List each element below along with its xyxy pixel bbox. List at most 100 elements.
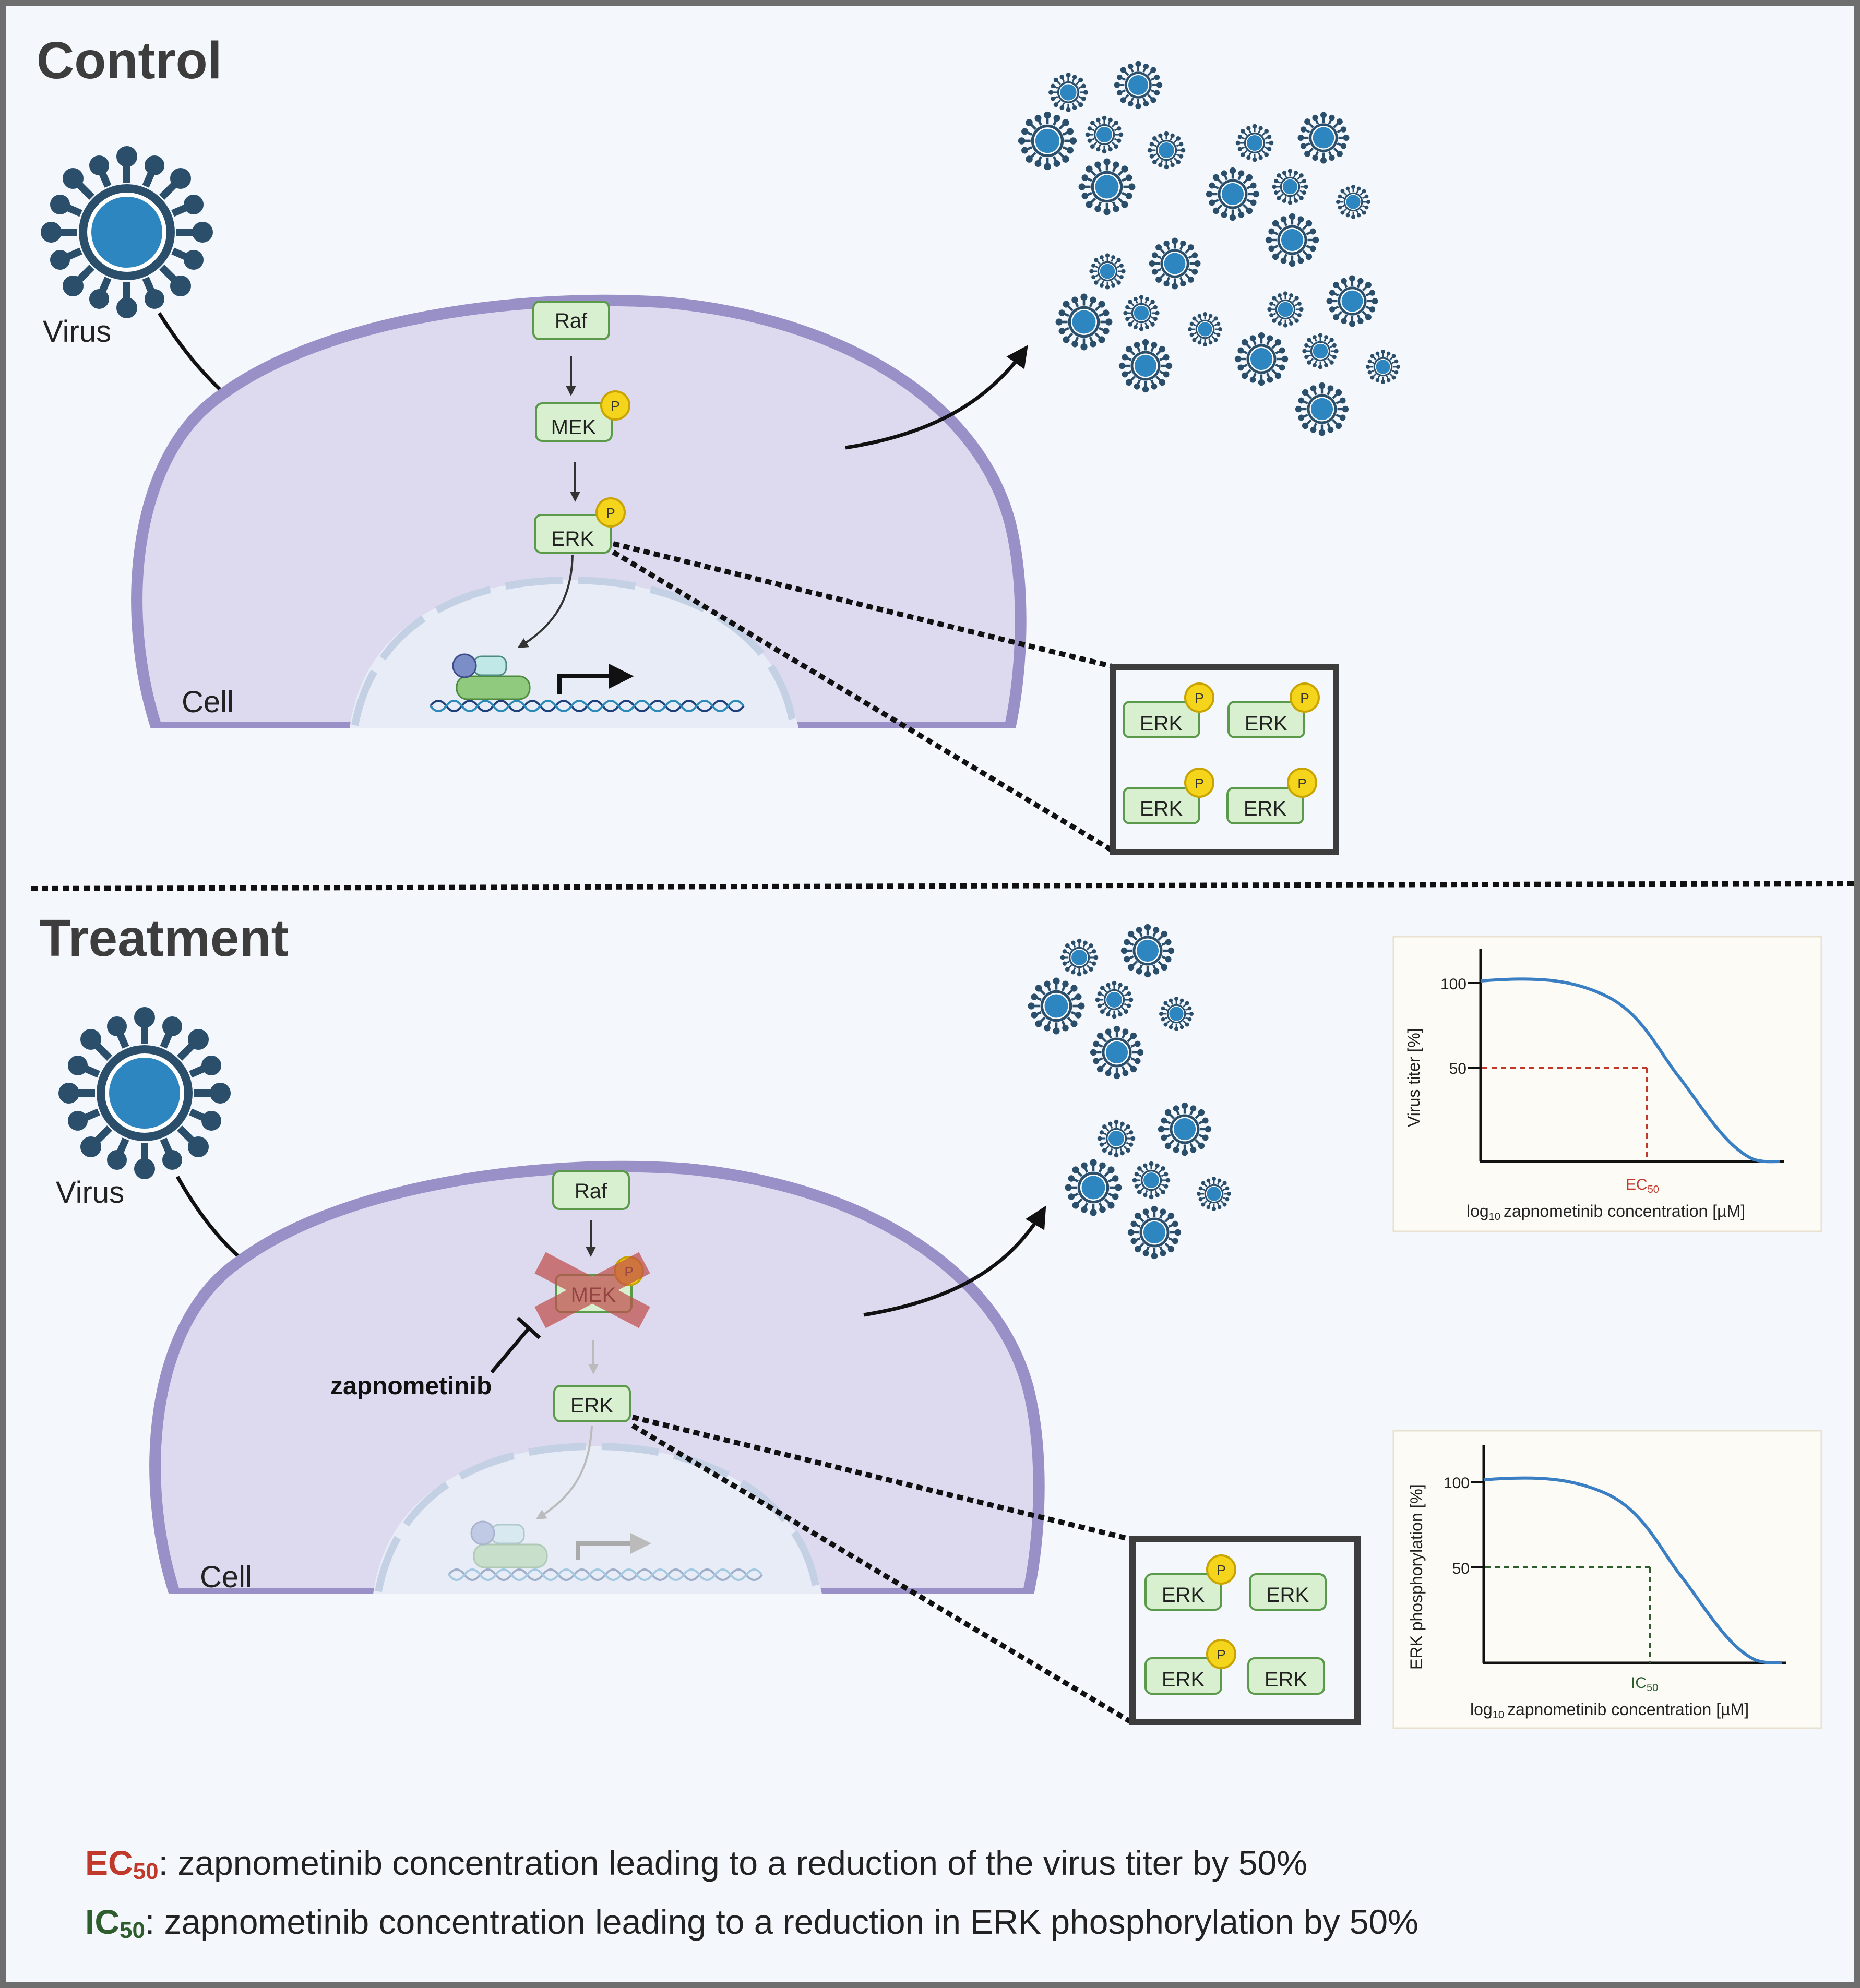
control-erk-phospho-label: P xyxy=(606,505,615,521)
footer-ec50-sub: 50 xyxy=(133,1859,159,1884)
virus-graph-xlabel: log10 zapnometinib concentration [µM] xyxy=(1466,1202,1745,1223)
control-nuclear-envelope xyxy=(351,576,797,726)
treatment-virus-label: Virus xyxy=(56,1176,124,1209)
control-inset-erk-4-p: P xyxy=(1297,775,1306,791)
treatment-raf-label: Raf xyxy=(575,1180,607,1203)
treatment-virus-icon xyxy=(62,1011,227,1176)
control-erk-inset: ERK P ERK P ERK P ERK P xyxy=(1110,664,1339,855)
virus-graph-xlabel-log: log xyxy=(1466,1202,1489,1220)
virus-graph-tick-100: 100 xyxy=(1440,976,1466,993)
virus-graph-curve xyxy=(1480,977,1780,1164)
control-transcription-complex xyxy=(452,653,531,700)
virus-graph-ec50-main: EC xyxy=(1626,1176,1648,1193)
footer-ic50-definition: IC50: zapnometinib concentration leading… xyxy=(85,1902,1418,1943)
treatment-erk-to-nucleus-arrow xyxy=(535,1425,593,1520)
erk-phosphorylation-graph: 100 50 IC50 ERK phosphorylation [%] log1… xyxy=(1392,1430,1822,1729)
control-mek-box: MEK P xyxy=(535,390,630,442)
treatment-cell-label: Cell xyxy=(200,1560,252,1594)
control-mek-phospho-label: P xyxy=(611,398,619,414)
control-mek-label: MEK xyxy=(551,416,597,439)
treatment-inset-erk-3-label: ERK xyxy=(1162,1668,1205,1691)
mek-inhibition-x-icon xyxy=(534,1252,650,1328)
control-inset-erk-4-label: ERK xyxy=(1244,797,1287,820)
footer-ec50-main: EC xyxy=(85,1843,133,1882)
erk-graph-ylabel: ERK phosphorylation [%] xyxy=(1407,1484,1426,1670)
control-virus-label: Virus xyxy=(43,315,111,349)
treatment-inset-erk-3: ERK P xyxy=(1144,1639,1236,1695)
control-raf-label: Raf xyxy=(555,309,588,332)
zapnometinib-inhibition-bar xyxy=(490,1316,541,1374)
treatment-dna xyxy=(448,1568,763,1581)
control-inset-erk-1-p: P xyxy=(1195,690,1203,706)
treatment-inset-erk-2-label: ERK xyxy=(1266,1584,1309,1607)
control-erk-box: ERK P xyxy=(534,497,626,554)
virus-graph-xlabel-sub: 10 xyxy=(1489,1211,1500,1223)
control-inset-erk-2-p: P xyxy=(1300,690,1309,706)
erk-graph-ic50-sub: 50 xyxy=(1647,1682,1658,1694)
virus-graph-tick-50: 50 xyxy=(1449,1060,1466,1077)
virus-graph-ec50-marker: EC50 xyxy=(1626,1176,1659,1195)
control-inset-erk-4: ERK P xyxy=(1226,768,1317,824)
erk-graph-xlabel-rest: zapnometinib concentration [µM] xyxy=(1507,1700,1749,1719)
treatment-inset-erk-2: ERK xyxy=(1249,1573,1327,1611)
erk-graph-ic50-main: IC xyxy=(1631,1674,1647,1692)
control-inset-erk-3-label: ERK xyxy=(1140,797,1183,820)
control-zoom-line-upper xyxy=(612,541,1115,669)
treatment-cell xyxy=(149,1160,1045,1594)
footer-ic50-main: IC xyxy=(85,1902,120,1941)
control-inset-erk-3: ERK P xyxy=(1123,768,1214,824)
treatment-zoom-line-upper xyxy=(631,1415,1132,1542)
treatment-zoom-line-lower xyxy=(631,1423,1132,1724)
virus-graph-ec50-sub: 50 xyxy=(1648,1184,1659,1195)
treatment-inset-erk-1-p: P xyxy=(1217,1562,1225,1578)
treatment-inset-erk-4: ERK xyxy=(1247,1657,1325,1695)
treatment-inset-erk-1: ERK P xyxy=(1144,1554,1236,1611)
control-title: Control xyxy=(37,31,222,90)
erk-graph-xlabel-log: log xyxy=(1470,1700,1493,1719)
treatment-erk-box: ERK xyxy=(553,1385,631,1422)
control-inset-erk-2-label: ERK xyxy=(1245,712,1288,735)
virus-graph-xlabel-rest: zapnometinib concentration [µM] xyxy=(1504,1202,1745,1220)
treatment-inset-erk-4-label: ERK xyxy=(1265,1668,1308,1691)
footer-ec50-definition: EC50: zapnometinib concentration leading… xyxy=(85,1843,1307,1884)
control-raf-box: Raf xyxy=(532,301,610,340)
control-transcription-arrow xyxy=(557,664,634,694)
virus-graph-ylabel: Virus titer [%] xyxy=(1404,1028,1423,1127)
section-divider xyxy=(31,881,1854,891)
treatment-raf-box: Raf xyxy=(552,1170,630,1210)
control-inset-erk-3-p: P xyxy=(1195,775,1203,791)
erk-graph-tick-50: 50 xyxy=(1452,1560,1470,1577)
erk-graph-xlabel-sub: 10 xyxy=(1493,1709,1504,1721)
control-erk-phospho xyxy=(595,497,626,528)
treatment-transcription-complex xyxy=(470,1520,548,1568)
control-mek-phospho xyxy=(600,390,630,421)
treatment-inset-erk-3-p: P xyxy=(1217,1647,1225,1662)
treatment-nucleus xyxy=(373,1446,822,1594)
treatment-exit-arrow xyxy=(863,1205,1046,1317)
control-zoom-line-lower xyxy=(612,549,1116,854)
footer-ec50-text: : zapnometinib concentration leading to … xyxy=(159,1843,1307,1882)
control-exit-arrow xyxy=(845,345,1028,450)
control-virus-icon xyxy=(44,150,209,315)
control-inset-erk-1: ERK P xyxy=(1123,682,1214,738)
treatment-erk-label: ERK xyxy=(570,1394,614,1417)
erk-graph-tick-100: 100 xyxy=(1444,1475,1470,1492)
erk-graph-curve xyxy=(1483,1476,1783,1665)
treatment-inset-erk-1-label: ERK xyxy=(1162,1584,1205,1607)
control-dna xyxy=(430,700,745,712)
treatment-erk-inset: ERK P ERK ERK P ERK xyxy=(1129,1536,1361,1725)
footer-ic50-text: : zapnometinib concentration leading to … xyxy=(145,1902,1418,1941)
zapnometinib-label: zapnometinib xyxy=(330,1372,492,1400)
treatment-transcription-arrow xyxy=(576,1533,651,1560)
control-cell-label: Cell xyxy=(182,685,234,719)
control-inset-erk-1-label: ERK xyxy=(1140,712,1183,735)
treatment-title: Treatment xyxy=(39,909,289,967)
control-erk-to-nucleus-arrow xyxy=(517,555,574,649)
control-inset-erk-2: ERK P xyxy=(1227,682,1320,738)
control-erk-label: ERK xyxy=(551,528,594,550)
erk-graph-ic50-marker: IC50 xyxy=(1631,1674,1658,1694)
footer-ic50-sub: 50 xyxy=(120,1918,145,1943)
